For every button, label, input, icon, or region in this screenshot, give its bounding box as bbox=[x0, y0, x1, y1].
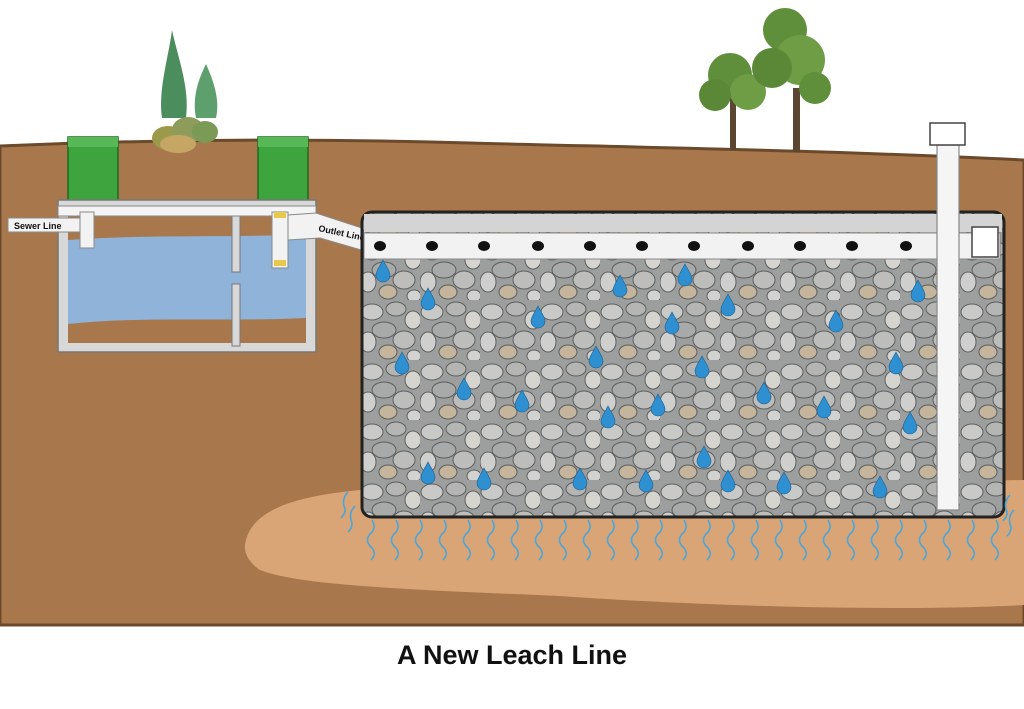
seepage-line bbox=[510, 519, 520, 561]
perforation-hole-icon bbox=[478, 241, 490, 251]
seepage-line bbox=[798, 519, 808, 561]
tank-baffle-lower bbox=[231, 283, 241, 347]
seepage-line bbox=[654, 519, 664, 561]
perforation-holes bbox=[374, 241, 912, 251]
seepage-line bbox=[870, 519, 880, 561]
water-drop-icon bbox=[572, 467, 588, 491]
seepage-line bbox=[486, 519, 496, 561]
seepage-line bbox=[774, 519, 784, 561]
water-drop-icon bbox=[456, 377, 472, 401]
riser-right bbox=[257, 136, 309, 204]
water-drop-icon bbox=[375, 259, 391, 283]
gravel-trench bbox=[360, 210, 1006, 519]
seepage-line bbox=[390, 519, 400, 561]
perforation-hole-icon bbox=[374, 241, 386, 251]
seepage-line bbox=[678, 519, 688, 561]
water-drop-icon bbox=[910, 279, 926, 303]
seepage-line bbox=[462, 519, 472, 561]
seepage-line bbox=[990, 519, 1000, 561]
water-drop-icon bbox=[476, 467, 492, 491]
seepage-line bbox=[894, 519, 904, 561]
seepage-line bbox=[347, 505, 356, 533]
seepage-line bbox=[846, 519, 856, 561]
perforation-hole-icon bbox=[846, 241, 858, 251]
seepage-line bbox=[630, 519, 640, 561]
perforation-hole-icon bbox=[688, 241, 700, 251]
seepage-line bbox=[822, 519, 832, 561]
water-drop-icon bbox=[420, 287, 436, 311]
seepage-line bbox=[966, 519, 976, 561]
tree-icon bbox=[699, 8, 831, 152]
water-drop-icon bbox=[902, 411, 918, 435]
diagram-title: A New Leach Line bbox=[396, 640, 628, 670]
seepage-line bbox=[366, 519, 376, 561]
seepage-line bbox=[558, 519, 568, 561]
water-drop-icon bbox=[600, 405, 616, 429]
seepage-line bbox=[438, 519, 448, 561]
seepage-line bbox=[606, 519, 616, 561]
seepage-lines bbox=[340, 491, 1015, 561]
water-drop-icon bbox=[612, 274, 628, 298]
water-drop-icon bbox=[664, 311, 680, 335]
water-drop-icon bbox=[696, 445, 712, 469]
sludge-layer bbox=[68, 318, 306, 343]
seepage-line bbox=[750, 519, 760, 561]
sewer-line-pipe bbox=[7, 211, 95, 249]
water-drop-icon bbox=[776, 471, 792, 495]
seepage-line bbox=[414, 519, 424, 561]
seepage-line bbox=[340, 491, 349, 519]
vent-cap-icon bbox=[929, 122, 966, 146]
perforation-hole-icon bbox=[532, 241, 544, 251]
water-drop-icon bbox=[420, 461, 436, 485]
seepage-line bbox=[942, 519, 952, 561]
water-drop-icon bbox=[650, 393, 666, 417]
seepage-line bbox=[918, 519, 928, 561]
water-drops bbox=[375, 259, 926, 499]
vent-riser bbox=[936, 144, 960, 511]
perforation-hole-icon bbox=[794, 241, 806, 251]
water-drop-icon bbox=[677, 263, 693, 287]
tank-baffle-upper bbox=[231, 211, 241, 273]
water-drop-icon bbox=[872, 475, 888, 499]
water-drop-icon bbox=[588, 345, 604, 369]
septic-tank bbox=[57, 136, 317, 353]
perforation-hole-icon bbox=[900, 241, 912, 251]
perforated-pipe bbox=[363, 232, 1001, 260]
seepage-line bbox=[726, 519, 736, 561]
perforation-hole-icon bbox=[426, 241, 438, 251]
water-drop-icon bbox=[828, 309, 844, 333]
water-drop-icon bbox=[514, 389, 530, 413]
perforation-hole-icon bbox=[584, 241, 596, 251]
seepage-line bbox=[1002, 494, 1011, 522]
water-drop-icon bbox=[816, 395, 832, 419]
shrub-icon bbox=[152, 30, 218, 153]
seepage-line bbox=[702, 519, 712, 561]
water-drop-icon bbox=[888, 351, 904, 375]
water-drop-icon bbox=[530, 305, 546, 329]
water-drop-icon bbox=[394, 351, 410, 375]
scum-layer bbox=[68, 215, 306, 240]
seepage-line bbox=[534, 519, 544, 561]
perforation-hole-icon bbox=[636, 241, 648, 251]
perforation-hole-icon bbox=[742, 241, 754, 251]
water-drop-icon bbox=[756, 381, 772, 405]
water-drop-icon bbox=[720, 469, 736, 493]
water-drop-icon bbox=[638, 469, 654, 493]
seepage-line bbox=[582, 519, 592, 561]
outlet-tee bbox=[271, 211, 289, 269]
pipe-end-cap bbox=[971, 226, 999, 258]
water-drop-icon bbox=[720, 293, 736, 317]
sewer-line-label: Sewer Line bbox=[14, 221, 62, 231]
water-drop-icon bbox=[694, 355, 710, 379]
riser-left bbox=[67, 136, 119, 204]
seepage-line bbox=[1006, 509, 1015, 537]
